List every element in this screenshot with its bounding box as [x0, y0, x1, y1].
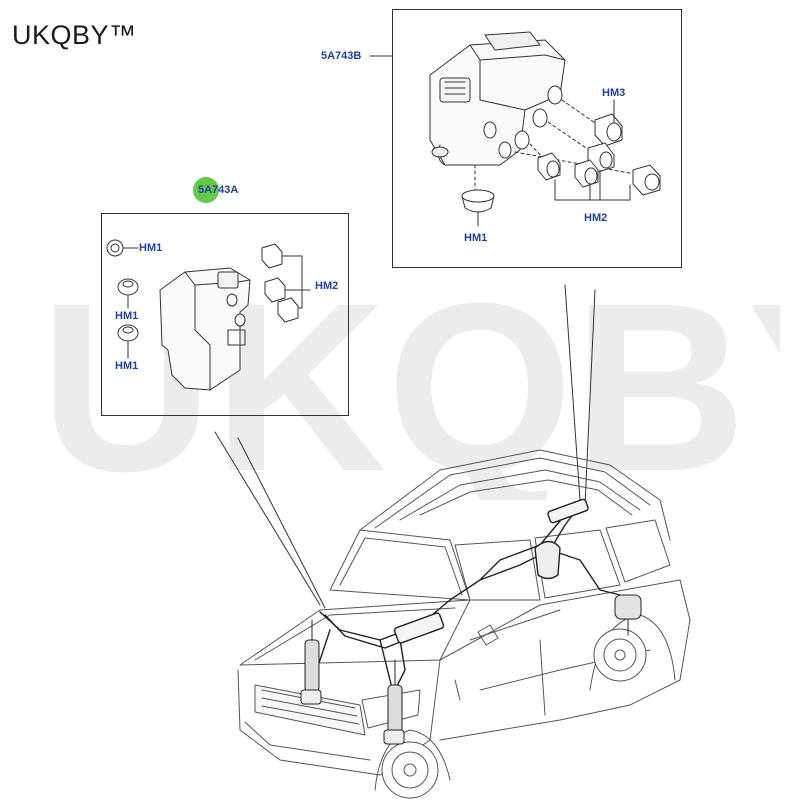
leader-upper-to-car: [564, 284, 596, 506]
label-lower-hm1-a: HM1: [139, 242, 163, 254]
lower-valve-block: [159, 267, 251, 391]
upper-hm1-grommet: [461, 189, 495, 227]
label-lower-hm2: HM2: [315, 280, 339, 292]
front-air-strut: [300, 619, 405, 745]
hm3-fitting: [594, 99, 623, 147]
label-lower-hm1-b: HM1: [115, 310, 139, 322]
label-upper-hm2: HM2: [584, 212, 608, 224]
label-upper-hm1: HM1: [464, 232, 488, 244]
rear-air-spring: [614, 594, 642, 636]
lower-detail-frame: [101, 213, 349, 416]
upper-detail-frame: [392, 9, 682, 268]
part-number-5a743a: 5A743A: [198, 184, 239, 196]
brand-logo: UKQBY™: [12, 20, 137, 50]
lower-hm1-grommets: [106, 239, 139, 359]
part-number-5a743b: 5A743B: [321, 50, 362, 62]
highlight-marker: [193, 177, 219, 203]
label-lower-hm1-c: HM1: [115, 360, 139, 372]
upper-valve-block: [429, 31, 566, 166]
lower-hm2-fittings: [261, 243, 311, 323]
hm2-fittings: [537, 142, 661, 201]
label-hm3: HM3: [602, 87, 626, 99]
leader-lower-to-car: [214, 431, 326, 609]
vehicle-outline: [237, 449, 691, 799]
